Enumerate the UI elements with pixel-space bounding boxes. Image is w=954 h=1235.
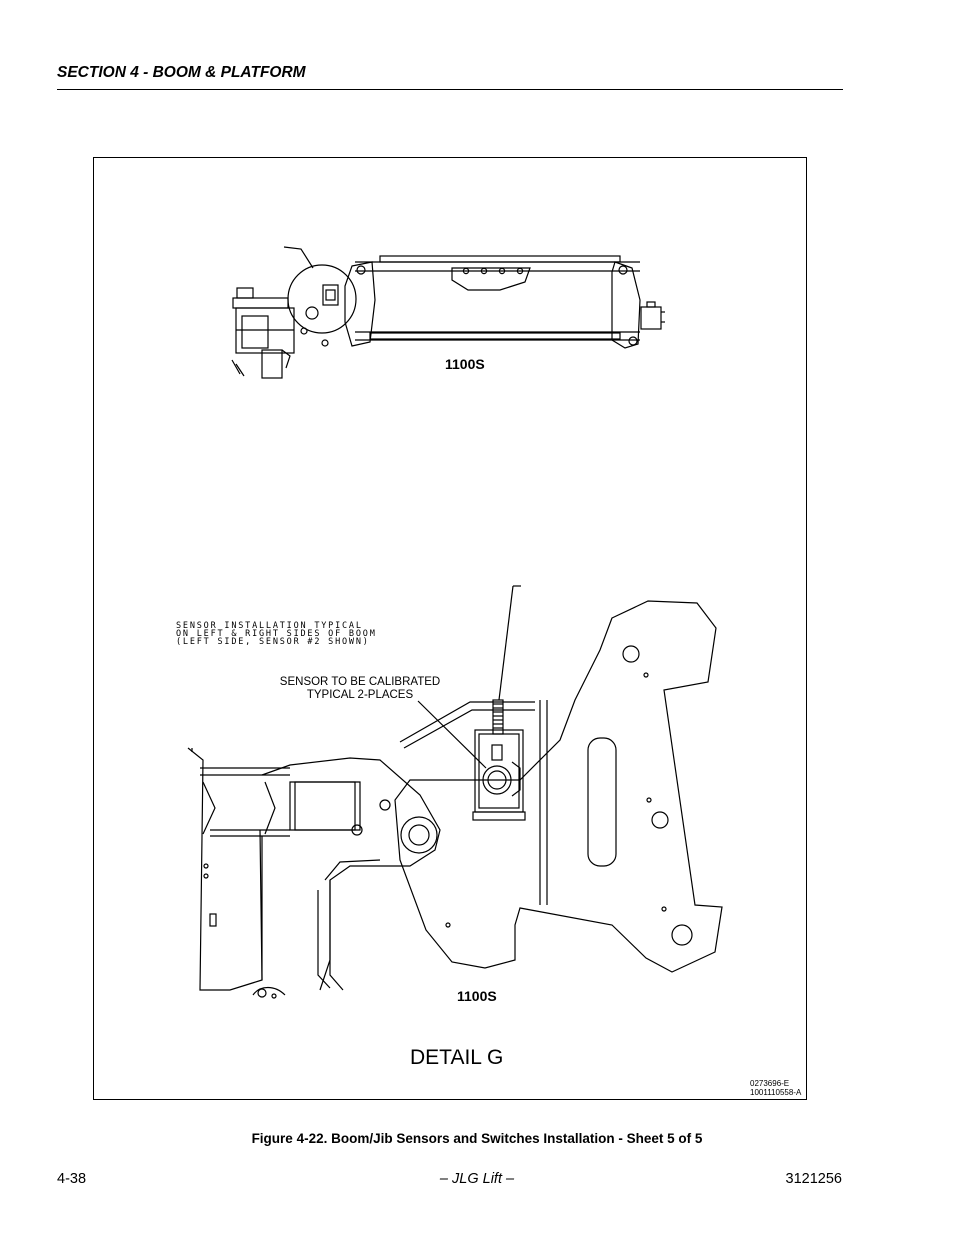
figure-frame (93, 157, 807, 1100)
installation-note: SENSOR INSTALLATION TYPICAL ON LEFT & RI… (176, 621, 377, 647)
note-line-2: ON LEFT & RIGHT SIDES OF BOOM (176, 629, 377, 639)
bottom-view-label: 1100S (457, 988, 497, 1004)
page-number: 4-38 (57, 1171, 87, 1187)
callout-line-1: SENSOR TO BE CALIBRATED (280, 676, 440, 688)
top-view-label: 1100S (445, 356, 485, 372)
callout-line-2: TYPICAL 2-PLACES (307, 689, 414, 701)
detail-label: DETAIL G (410, 1046, 503, 1069)
note-line-1: SENSOR INSTALLATION TYPICAL (176, 621, 363, 631)
document-number: 3121256 (785, 1171, 842, 1187)
top-view-drawing (231, 246, 665, 379)
footer-publisher: – JLG Lift – (439, 1171, 515, 1187)
note-line-3: (LEFT SIDE, SENSOR #2 SHOWN) (176, 637, 370, 647)
header-rule (57, 89, 843, 90)
drawing-number-1: 0273696-E (750, 1079, 789, 1088)
figure-caption: Figure 4-22. Boom/Jib Sensors and Switch… (251, 1131, 703, 1146)
drawing-number-2: 1001110558-A (750, 1088, 802, 1097)
section-title: SECTION 4 - BOOM & PLATFORM (57, 64, 306, 81)
detail-g-drawing (187, 585, 723, 999)
